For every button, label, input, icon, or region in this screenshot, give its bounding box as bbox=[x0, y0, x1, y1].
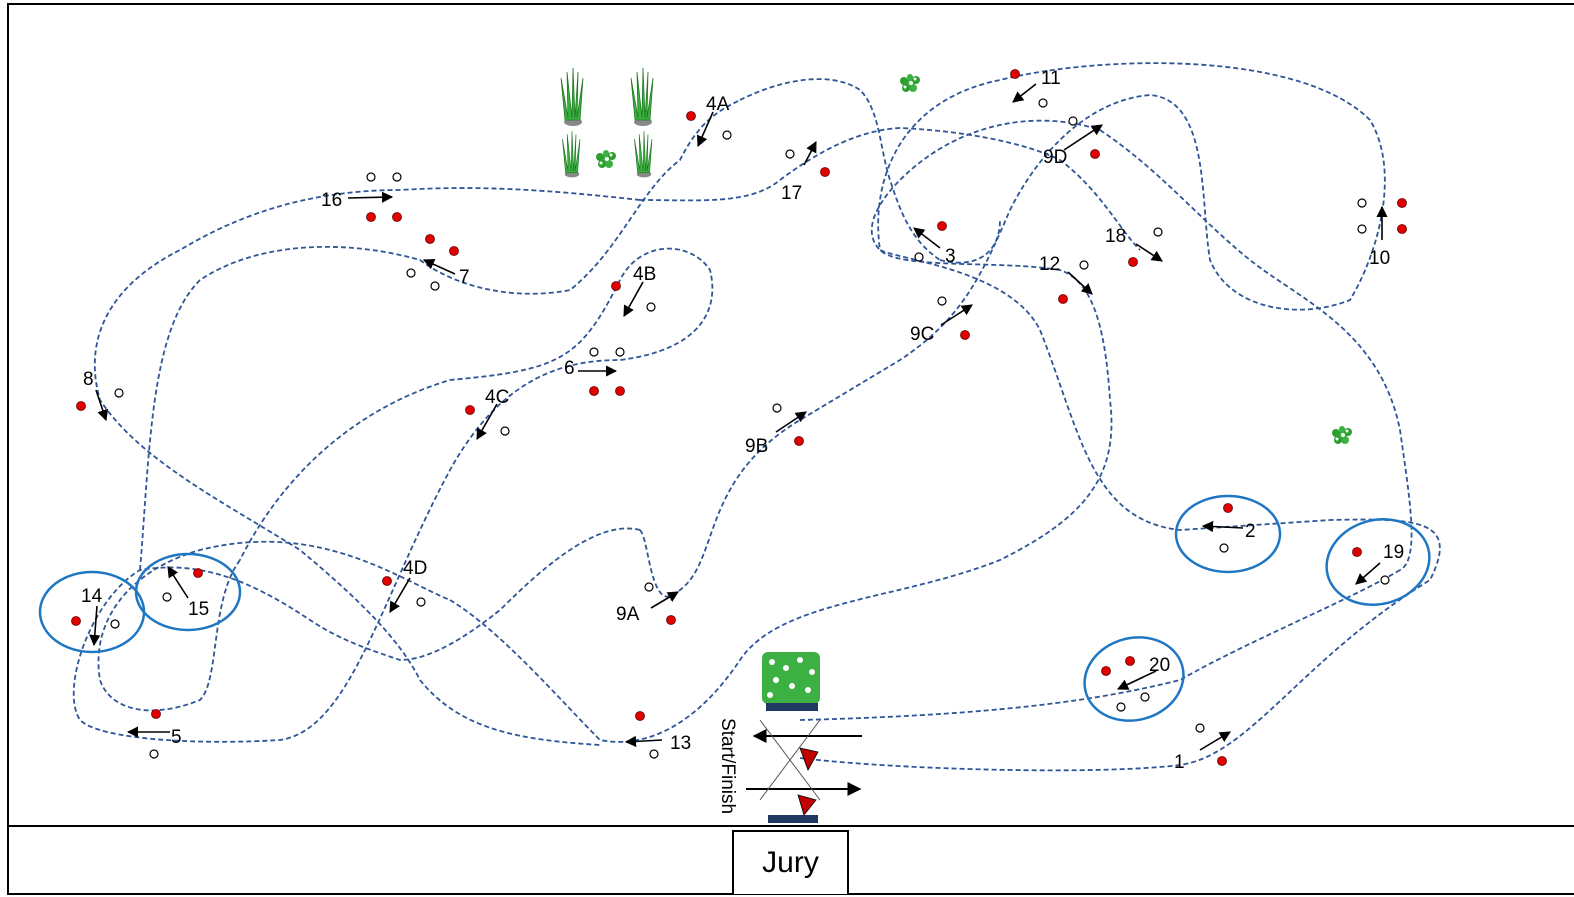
circle-15 bbox=[134, 552, 242, 632]
red-flags bbox=[71, 69, 1407, 766]
jury-box: Jury bbox=[732, 830, 849, 894]
shrub-decoration bbox=[596, 74, 1352, 444]
obstacle-label-16: 16 bbox=[321, 190, 342, 211]
obstacle-label-7: 7 bbox=[459, 267, 470, 288]
obstacle-label-4b: 4B bbox=[633, 264, 656, 285]
hedge-icon bbox=[762, 652, 820, 711]
obstacle-label-9b: 9B bbox=[745, 436, 768, 457]
obstacle-label-5: 5 bbox=[171, 727, 182, 748]
direction-arrows bbox=[89, 83, 1388, 751]
obstacle-label-12: 12 bbox=[1039, 254, 1060, 275]
white-flags bbox=[110, 98, 1390, 759]
obstacle-label-17: 17 bbox=[781, 183, 802, 204]
obstacle-label-11: 11 bbox=[1041, 68, 1061, 89]
jury-label: Jury bbox=[762, 846, 819, 879]
obstacle-label-14: 14 bbox=[81, 586, 103, 607]
highlight-circles bbox=[38, 494, 1431, 722]
start-finish-gate bbox=[746, 719, 862, 823]
obstacle-labels: 1 2 3 4A 4B 4C 4D 5 6 7 8 9A 9B 9C 9D 10… bbox=[81, 68, 1404, 773]
circle-2 bbox=[1174, 494, 1282, 574]
obstacle-label-9d: 9D bbox=[1043, 147, 1067, 168]
obstacle-label-9a: 9A bbox=[616, 604, 640, 625]
obstacle-label-4a: 4A bbox=[706, 94, 730, 115]
course-route bbox=[72, 62, 1441, 772]
obstacle-label-15: 15 bbox=[188, 599, 209, 620]
obstacle-label-18: 18 bbox=[1105, 226, 1126, 247]
obstacle-label-1: 1 bbox=[1174, 752, 1185, 773]
obstacle-label-19: 19 bbox=[1383, 542, 1404, 563]
arena-border bbox=[7, 3, 1574, 895]
circle-14 bbox=[38, 570, 146, 654]
obstacle-label-2: 2 bbox=[1245, 521, 1256, 542]
obstacle-label-4d: 4D bbox=[403, 558, 427, 579]
obstacle-label-6: 6 bbox=[564, 358, 575, 379]
obstacle-label-4c: 4C bbox=[485, 387, 509, 408]
obstacle-label-9c: 9C bbox=[910, 324, 934, 345]
obstacle-label-10: 10 bbox=[1369, 248, 1390, 269]
obstacle-label-3: 3 bbox=[945, 246, 956, 267]
circle-20 bbox=[1083, 636, 1185, 722]
start-finish-label: Start/Finish bbox=[717, 718, 738, 814]
obstacle-label-8: 8 bbox=[83, 369, 94, 390]
obstacle-label-13: 13 bbox=[670, 733, 691, 754]
circle-19 bbox=[1325, 518, 1431, 606]
obstacle-label-20: 20 bbox=[1149, 655, 1170, 676]
